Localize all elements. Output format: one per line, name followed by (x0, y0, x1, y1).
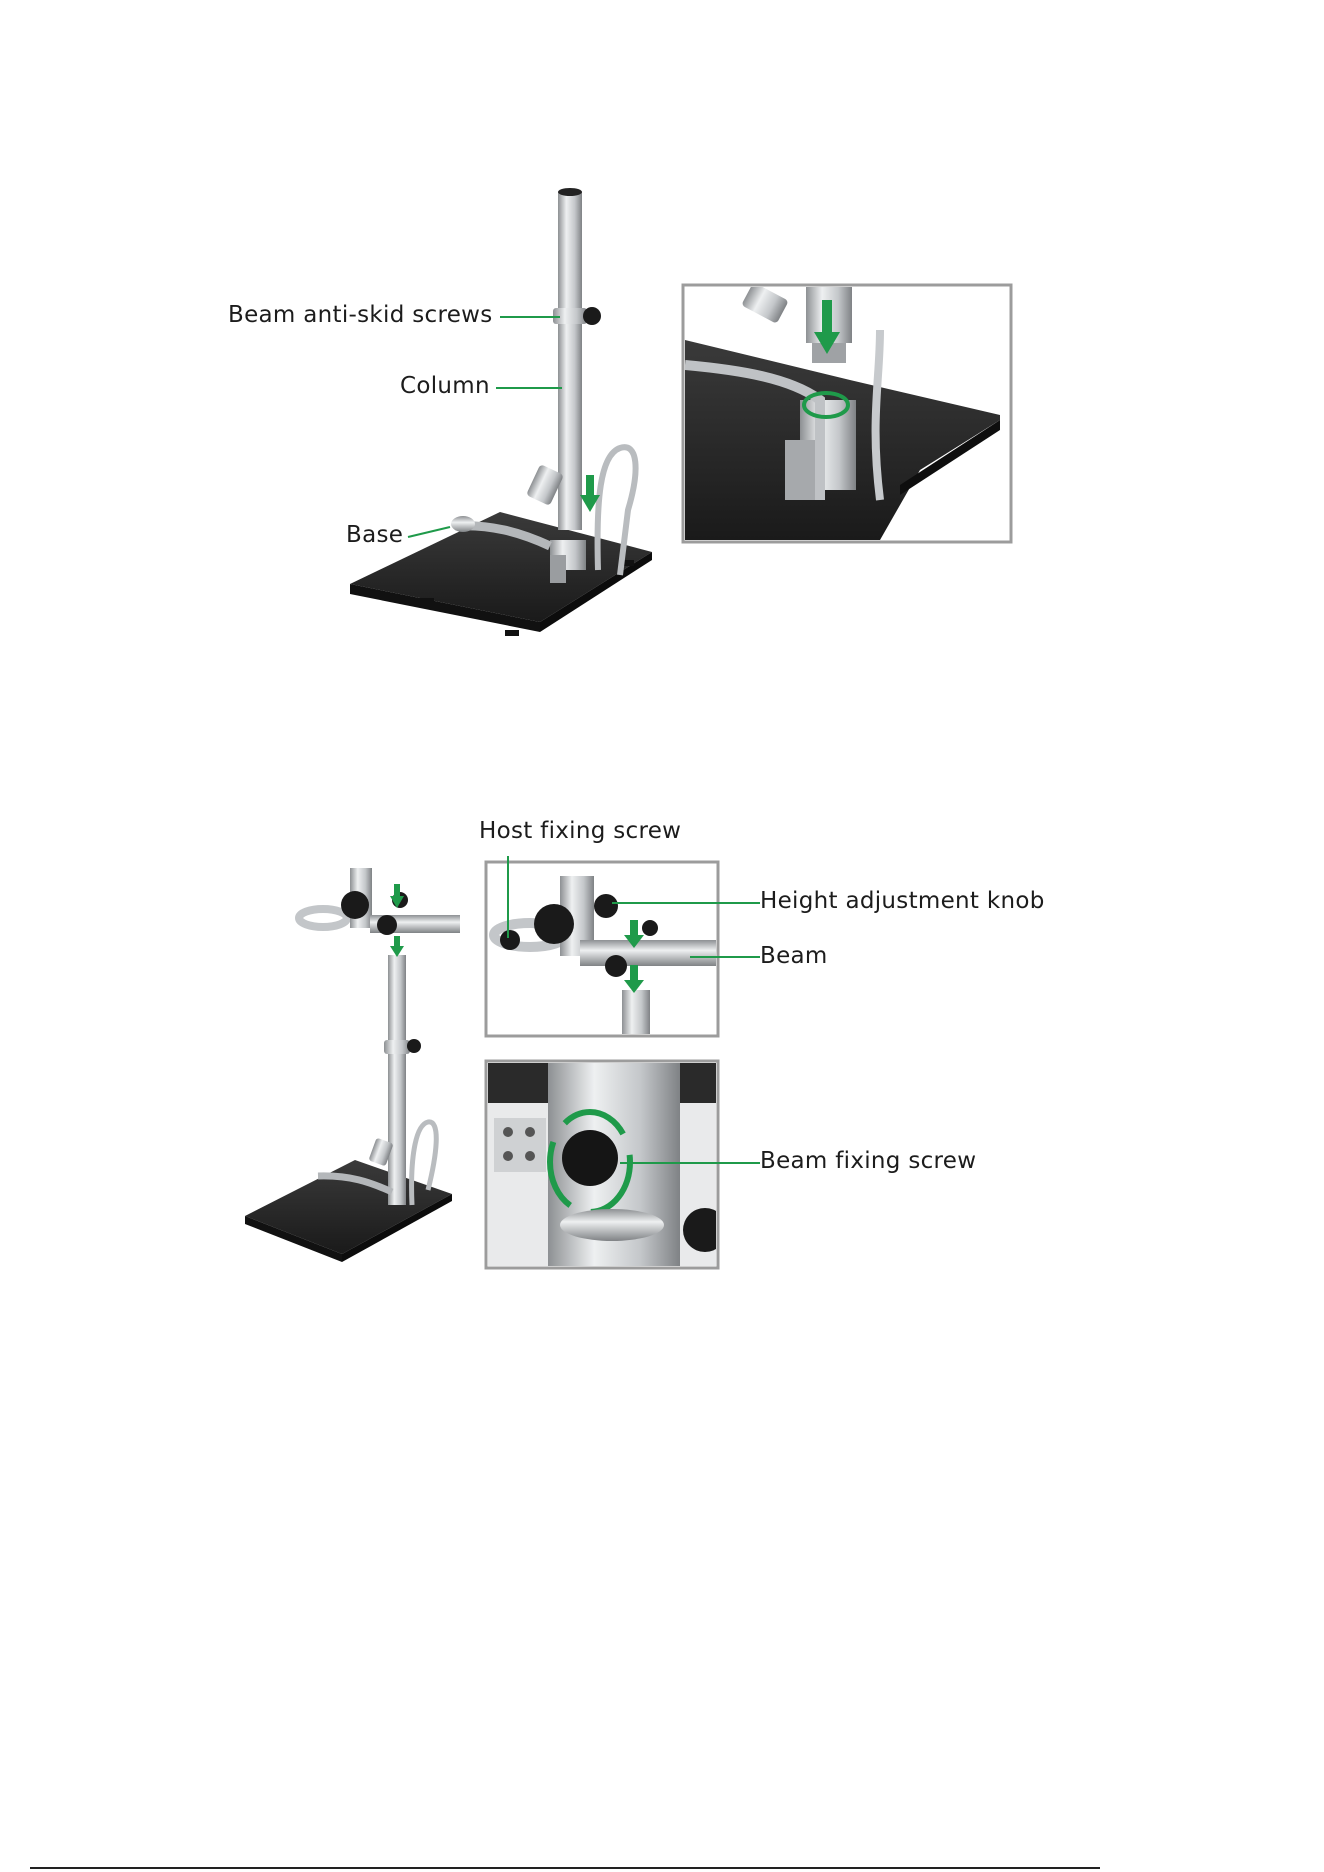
column-2 (388, 955, 406, 1205)
figure2-lower-inset (486, 1061, 727, 1268)
figure1-callout-lines (408, 317, 562, 537)
anti-skid-knob (583, 307, 601, 325)
label-beam-fixing-screw: Beam fixing screw (760, 1150, 976, 1173)
base-plate-2 (245, 1160, 452, 1254)
beam-fixing-knob (562, 1130, 618, 1186)
label-host-fixing-screw: Host fixing screw (479, 820, 681, 843)
figure2-upper-inset (486, 862, 718, 1036)
label-column: Column (400, 375, 490, 398)
figure1-inset (683, 282, 1011, 542)
figure2-stand (245, 868, 460, 1262)
label-beam-anti-skid-screws: Beam anti-skid screws (228, 304, 493, 327)
label-height-adjustment-knob: Height adjustment knob (760, 890, 1045, 913)
figure1-stand (350, 188, 652, 636)
label-beam: Beam (760, 945, 828, 968)
label-base: Base (346, 524, 403, 547)
